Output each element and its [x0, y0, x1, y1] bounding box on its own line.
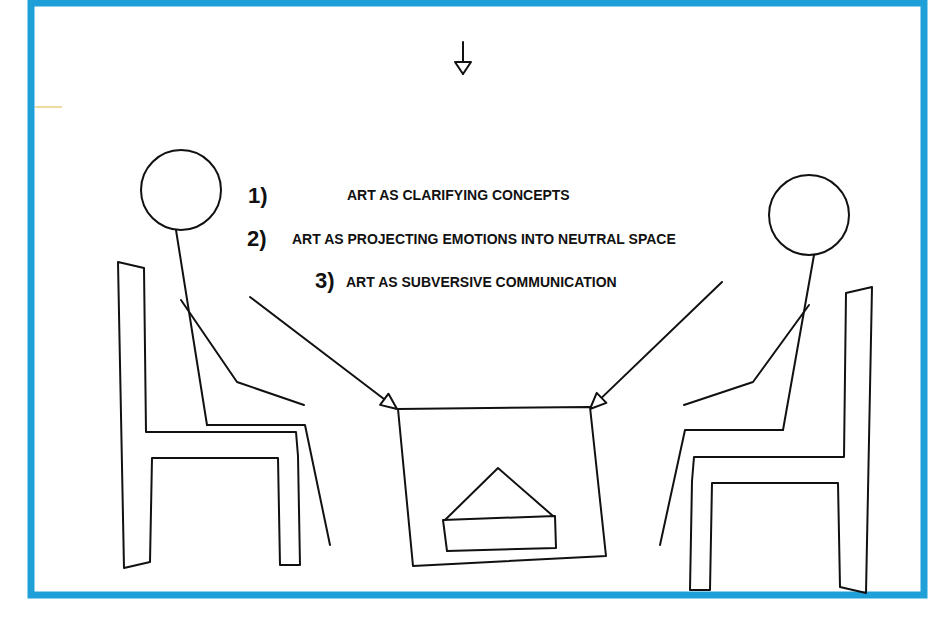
slide-frame — [31, 3, 924, 595]
leg — [660, 430, 783, 545]
head — [769, 175, 849, 255]
seated-person — [118, 150, 330, 568]
concept-label: ART AS CLARIFYING CONCEPTS — [347, 188, 570, 202]
chair — [690, 287, 872, 593]
callout-number: 1) — [248, 185, 268, 207]
callout-number: 2) — [247, 228, 267, 250]
drawing-sheet — [398, 407, 606, 566]
concept-label: ART AS PROJECTING EMOTIONS INTO NEUTRAL … — [292, 232, 676, 246]
callout-number: 3) — [315, 270, 335, 292]
arrow-shaft — [602, 282, 723, 398]
paper — [398, 407, 606, 566]
head — [141, 150, 221, 230]
slide-decoration — [35, 106, 62, 108]
leg — [207, 425, 330, 545]
house-body — [443, 516, 556, 551]
arrow-shaft — [250, 297, 384, 399]
down-arrow — [455, 42, 471, 74]
arm — [684, 305, 809, 405]
seated-person — [660, 175, 872, 593]
concept-label: ART AS SUBVERSIVE COMMUNICATION — [346, 275, 617, 289]
arm — [181, 300, 304, 405]
torso — [176, 230, 207, 425]
gaze-arrows — [250, 282, 722, 409]
chair — [118, 262, 300, 568]
arrow-head — [455, 62, 471, 74]
house-roof — [445, 468, 553, 520]
torso — [783, 255, 814, 430]
arrow-head — [590, 393, 606, 409]
arrow-head — [380, 394, 397, 409]
